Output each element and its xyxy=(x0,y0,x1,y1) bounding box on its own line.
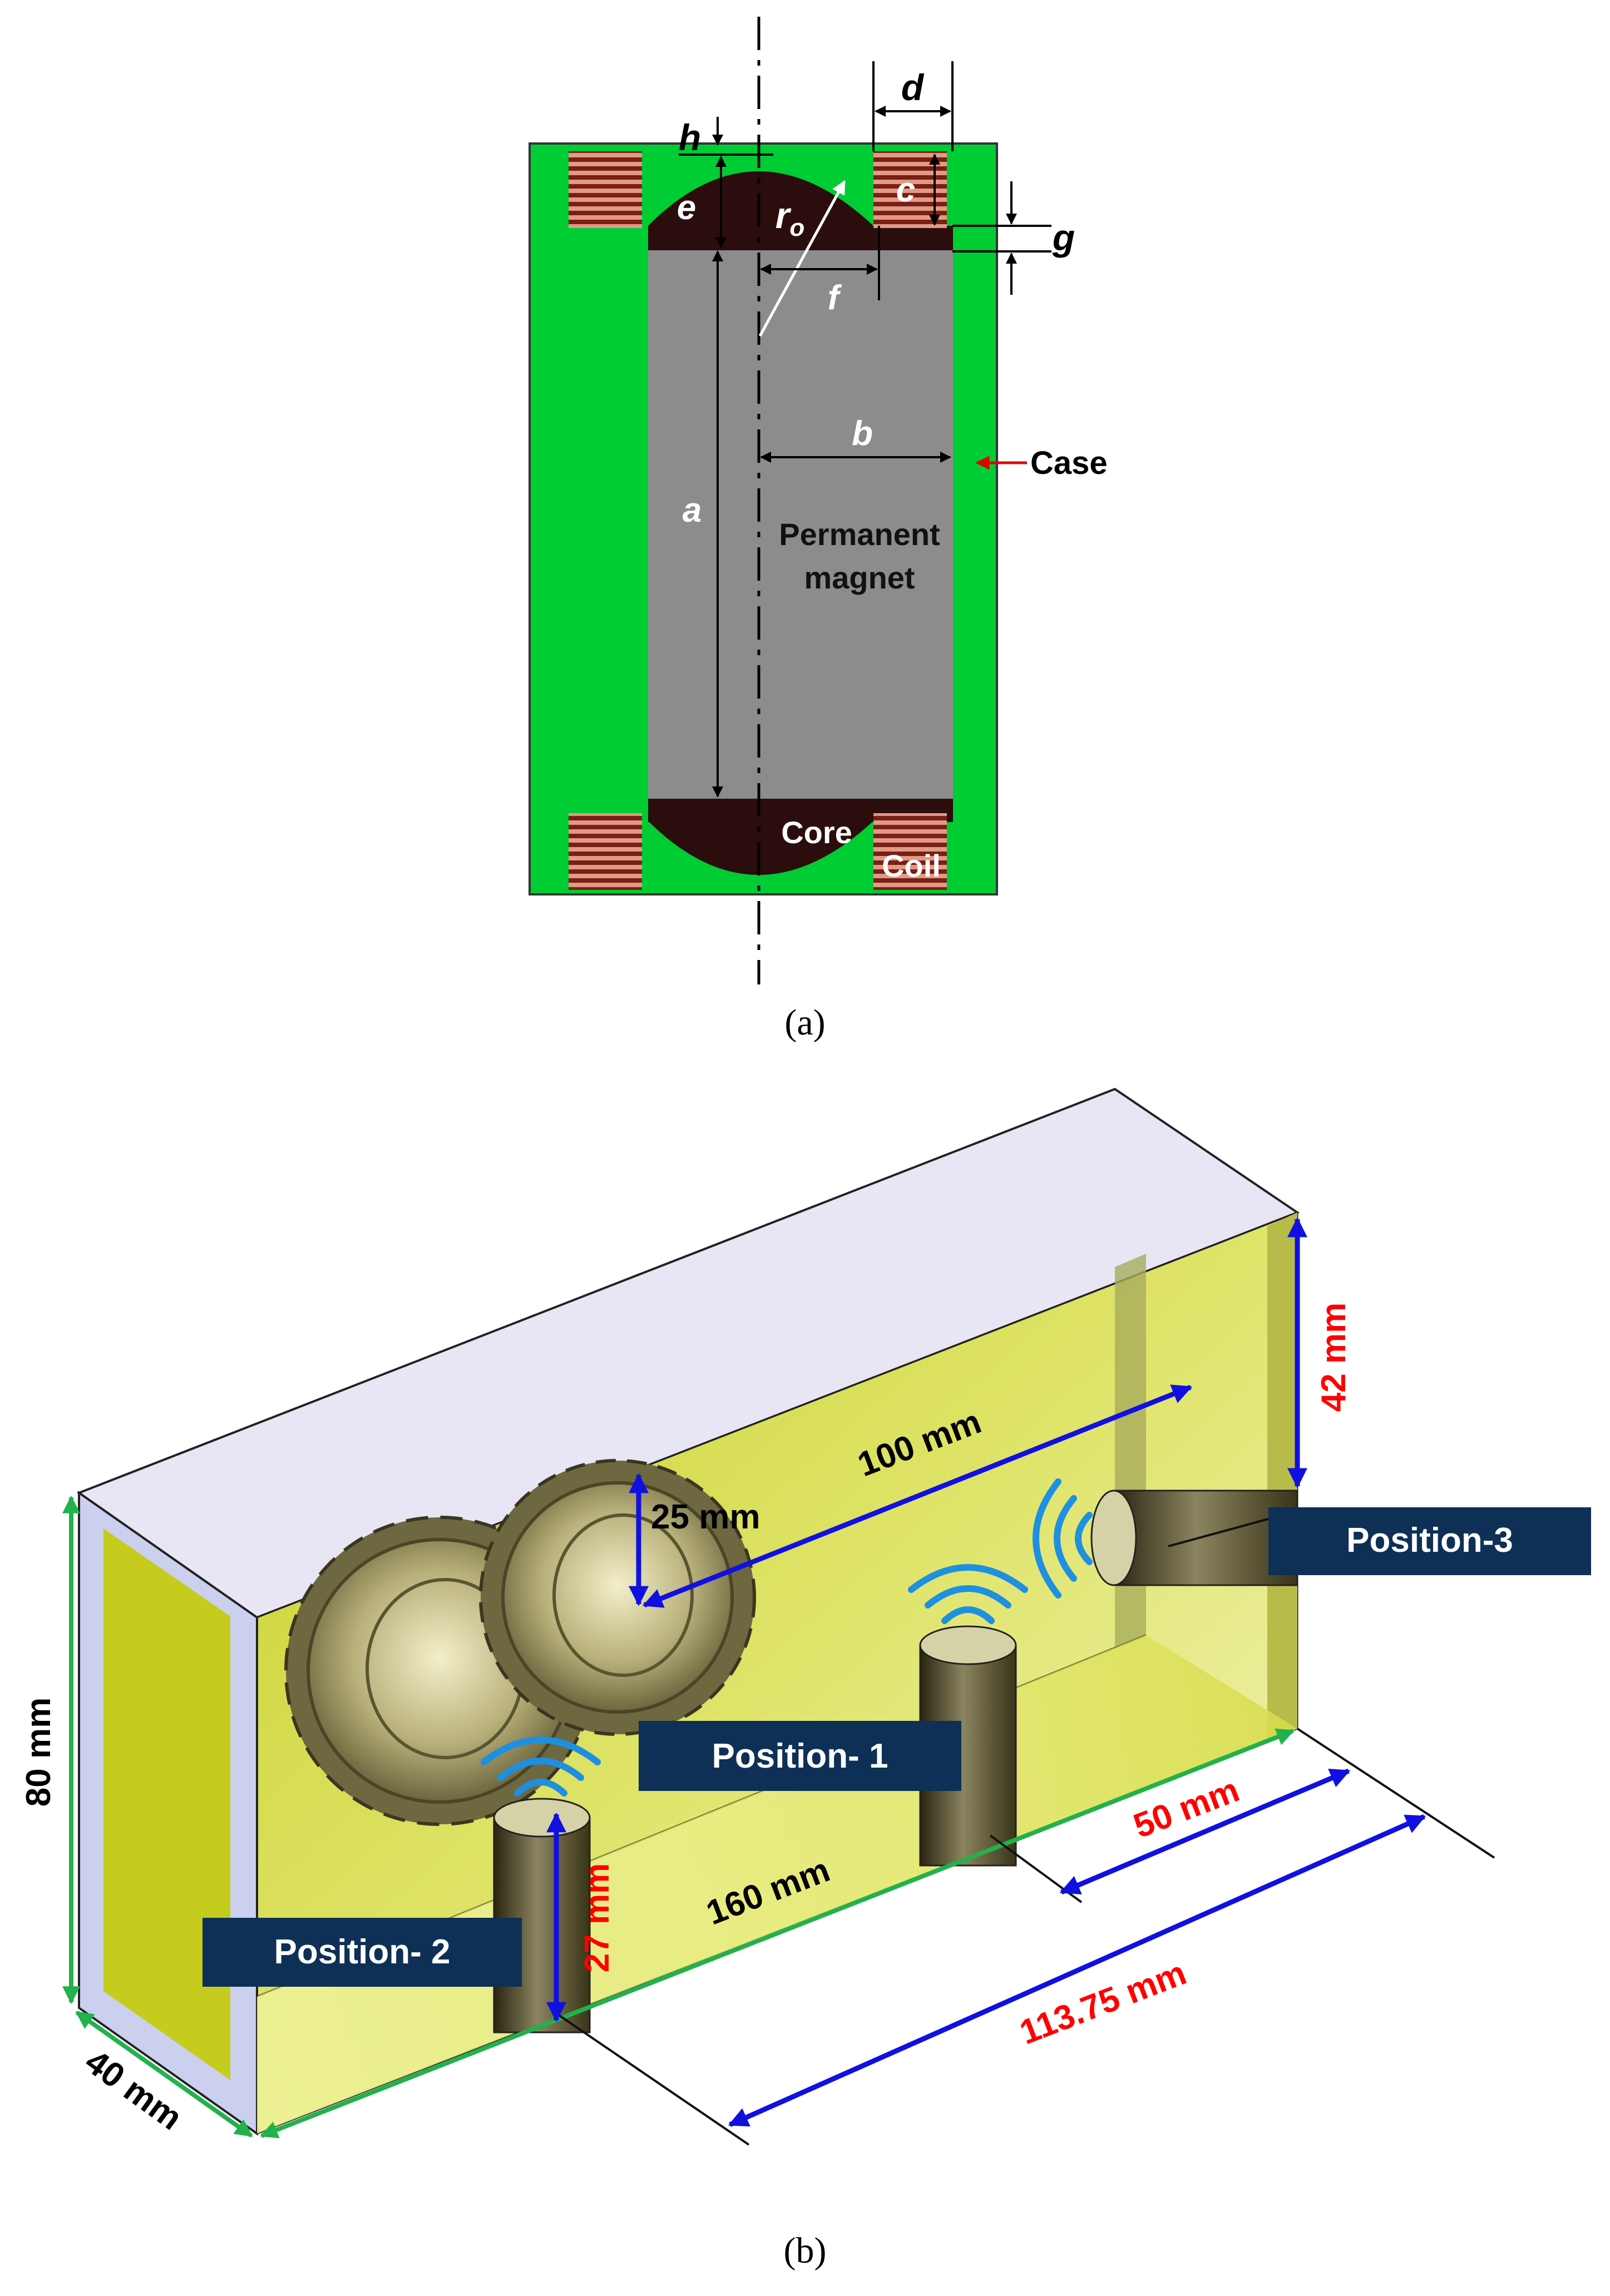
label-g: g xyxy=(1052,217,1075,258)
label-case: Case xyxy=(1030,445,1108,481)
label-magnet: magnet xyxy=(804,560,915,595)
svg-text:Position- 1: Position- 1 xyxy=(712,1737,888,1775)
dim-p2-offset-113mm xyxy=(728,1814,1426,2127)
coil-bottom-left xyxy=(569,813,642,890)
coil-bottom-right xyxy=(873,813,947,890)
label-permanent: Permanent xyxy=(779,517,940,552)
caption-b: (b) xyxy=(784,2230,827,2271)
label-27mm: 27 mm xyxy=(578,1863,616,1972)
ext-line-right xyxy=(1296,1728,1495,1859)
caption-a: (a) xyxy=(784,1002,825,1043)
dim-depth-40mm xyxy=(75,2010,253,2138)
label-c: c xyxy=(896,171,915,209)
label-ro: ro xyxy=(776,195,805,241)
label-e: e xyxy=(677,189,696,227)
coil-top-left xyxy=(569,151,642,228)
label-80mm: 80 mm xyxy=(19,1698,58,1807)
label-a: a xyxy=(683,491,702,530)
core-bottom-dome xyxy=(648,821,873,875)
position-1-label: Position- 1 xyxy=(639,1721,961,1791)
box-right-end-wall xyxy=(1267,1213,1297,1740)
position-2-label: Position- 2 xyxy=(203,1918,522,1987)
dim-ro-arrow xyxy=(758,180,846,337)
dim-gear-to-p3-100mm xyxy=(642,1384,1193,1608)
label-25mm: 25 mm xyxy=(651,1498,760,1536)
permanent-magnet xyxy=(648,249,953,799)
box-left-end-opening xyxy=(103,1528,230,2080)
label-h: h xyxy=(679,117,701,158)
core-top-band xyxy=(648,226,953,250)
sensor-position-3 xyxy=(1090,1490,1298,1586)
label-113-75mm: 113.75 mm xyxy=(1015,1953,1192,2052)
label-b: b xyxy=(852,414,873,453)
panel-b-gearbox-layout: 80 mm 40 mm 160 mm 25 mm 100 mm 42 mm 27… xyxy=(19,1087,1591,2271)
svg-text:Position-3: Position-3 xyxy=(1346,1521,1513,1560)
box-right-partition xyxy=(1115,1254,1146,1647)
ext-line-position-2 xyxy=(555,2012,750,2146)
sensor-position-2 xyxy=(493,1798,591,2033)
svg-text:Position- 2: Position- 2 xyxy=(274,1933,451,1971)
label-d: d xyxy=(901,67,925,108)
label-coil: Coil xyxy=(882,848,941,883)
position-3-label: Position-3 xyxy=(1268,1507,1591,1575)
panel-a-harvester-cross-section: d h e c g ro f b a Case Perman xyxy=(529,17,1108,1043)
core-top-dome xyxy=(648,171,873,226)
label-core: Core xyxy=(781,815,852,850)
label-42mm: 42 mm xyxy=(1315,1303,1353,1412)
